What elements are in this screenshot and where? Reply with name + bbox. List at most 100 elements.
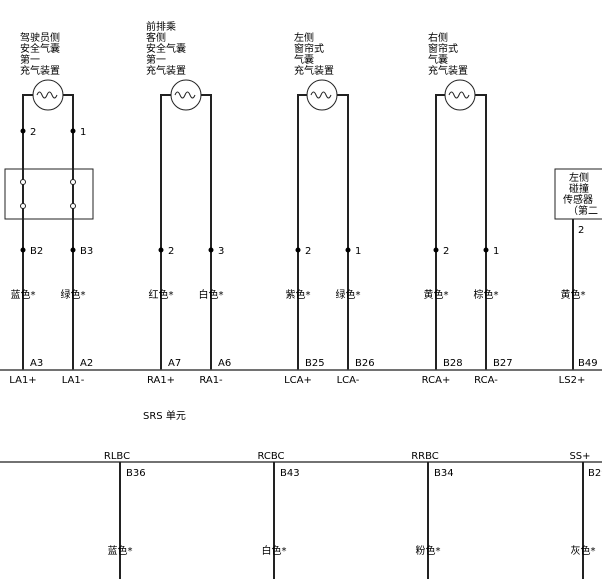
wire-color: 绿色* [61,288,86,301]
squib-resistor-icon [36,91,58,99]
signal-name: RRBC [411,451,439,462]
signal-name: LS2+ [559,375,586,386]
connector-id: 1 [493,246,499,257]
bottom-terminal-rrbc: RRBC B34 粉色* [411,451,454,579]
component-label-line: 安全气囊 [20,42,60,55]
wire-lead [63,94,74,370]
pin-id: B49 [578,358,598,369]
connector-id: B3 [80,246,93,257]
pin-id: A6 [218,358,231,369]
pin-id: B36 [126,468,146,479]
wire-color: 棕色* [474,288,499,301]
contact-icon [20,179,26,185]
wire-lead [201,94,212,370]
terminal-number: 2 [30,127,36,138]
signal-name: LCA- [337,375,360,386]
wire-color: 白色* [262,544,287,557]
bottom-terminal-rlbc: RLBC B36 蓝色* [104,451,146,579]
signal-name: RCBC [257,451,284,462]
component-label-line: 传感器 [563,193,593,206]
wire-color: 白色* [199,288,224,301]
bottom-terminal-rcbc: RCBC B43 白色* [257,451,300,579]
component-label-line: 驾驶员侧 [20,31,60,44]
component-label-line: 第一 [20,53,40,66]
signal-name: LA1+ [9,375,36,386]
component-label-line: 前排乘 [146,20,176,33]
component-right-curtain-airbag: 右侧 窗帘式 气囊 充气装置 2 1 黄色* 棕色* B28 B27 RCA+ … [422,31,513,386]
connector-id: 3 [218,246,224,257]
connector-id: 2 [443,246,449,257]
terminal-dot [20,128,26,134]
pin-id: B26 [355,358,375,369]
component-label-line: 窗帘式 [294,42,324,55]
pin-id: B43 [280,468,300,479]
component-label-line: 气囊 [428,53,448,66]
terminal-number: 2 [578,225,584,236]
component-passenger-airbag: 前排乘 客侧 安全气囊 第一 充气装置 2 3 红色* 白色* A7 A6 RA… [146,20,231,386]
signal-name: SS+ [569,451,590,462]
component-label-line: 充气装置 [294,64,334,77]
wire-color: 紫色* [286,288,311,301]
wire-lead [297,94,307,370]
connector-id: B2 [30,246,43,257]
connector-dot [70,247,76,253]
wire-color: 蓝色* [11,288,36,301]
bottom-terminal-ss: SS+ B29 灰色* [569,451,602,579]
wire-color: 绿色* [336,288,361,301]
signal-name: RLBC [104,451,130,462]
connector-dot [295,247,301,253]
signal-name: LCA+ [284,375,312,386]
component-label-line: 充气装置 [20,64,60,77]
component-label-line: 窗帘式 [428,42,458,55]
srs-unit-label: SRS 单元 [143,410,186,422]
pin-id: B27 [493,358,513,369]
wire-lead [435,94,445,370]
connector-dot [433,247,439,253]
component-label-line: 右侧 [428,31,448,44]
connector-id: 2 [168,246,174,257]
wire-lead [337,94,349,370]
connector-dot [345,247,351,253]
component-label-line: 第一 [146,53,166,66]
component-label-line: 左侧 [569,171,589,184]
wire-color: 黄色* [424,288,449,301]
clock-spring-box [4,168,94,220]
wire-lead [22,94,33,370]
connector-id: 2 [305,246,311,257]
pin-id: B29 [588,468,602,479]
squib-resistor-icon [448,91,470,99]
wire-lead [475,94,487,370]
component-label-line: （第二 [568,204,598,217]
signal-name: RA1+ [147,375,175,386]
signal-name: LA1- [62,375,85,386]
component-label-line: 客侧 [146,31,166,44]
pin-id: A2 [80,358,93,369]
wire-color: 红色* [149,288,174,301]
wire-color: 粉色* [416,544,441,557]
component-left-side-sensor: 左侧 碰撞 传感器 （第二 2 黄色* B49 LS2+ [554,168,602,386]
connector-dot [208,247,214,253]
connector-id: 1 [355,246,361,257]
connector-dot [483,247,489,253]
component-label-line: 安全气囊 [146,42,186,55]
component-label-line: 左侧 [294,31,314,44]
sensor-box [554,168,602,220]
connector-dot [158,247,164,253]
component-label-line: 充气装置 [146,64,186,77]
contact-icon [70,179,76,185]
signal-name: RCA+ [422,375,451,386]
component-driver-airbag: 驾驶员侧 安全气囊 第一 充气装置 2 1 B2 B3 蓝色* 绿色* A3 A… [4,31,94,386]
connector-dot [20,247,26,253]
component-label-line: 充气装置 [428,64,468,77]
contact-icon [20,203,26,209]
wire-color: 灰色* [571,544,596,557]
signal-name: RCA- [474,375,498,386]
terminal-number: 1 [80,127,86,138]
wire-color: 蓝色* [108,544,133,557]
wire-lead [160,94,171,370]
pin-id: B34 [434,468,454,479]
pin-id: A3 [30,358,43,369]
terminal-dot [70,128,76,134]
signal-name: RA1- [199,375,223,386]
component-label-line: 气囊 [294,53,314,66]
